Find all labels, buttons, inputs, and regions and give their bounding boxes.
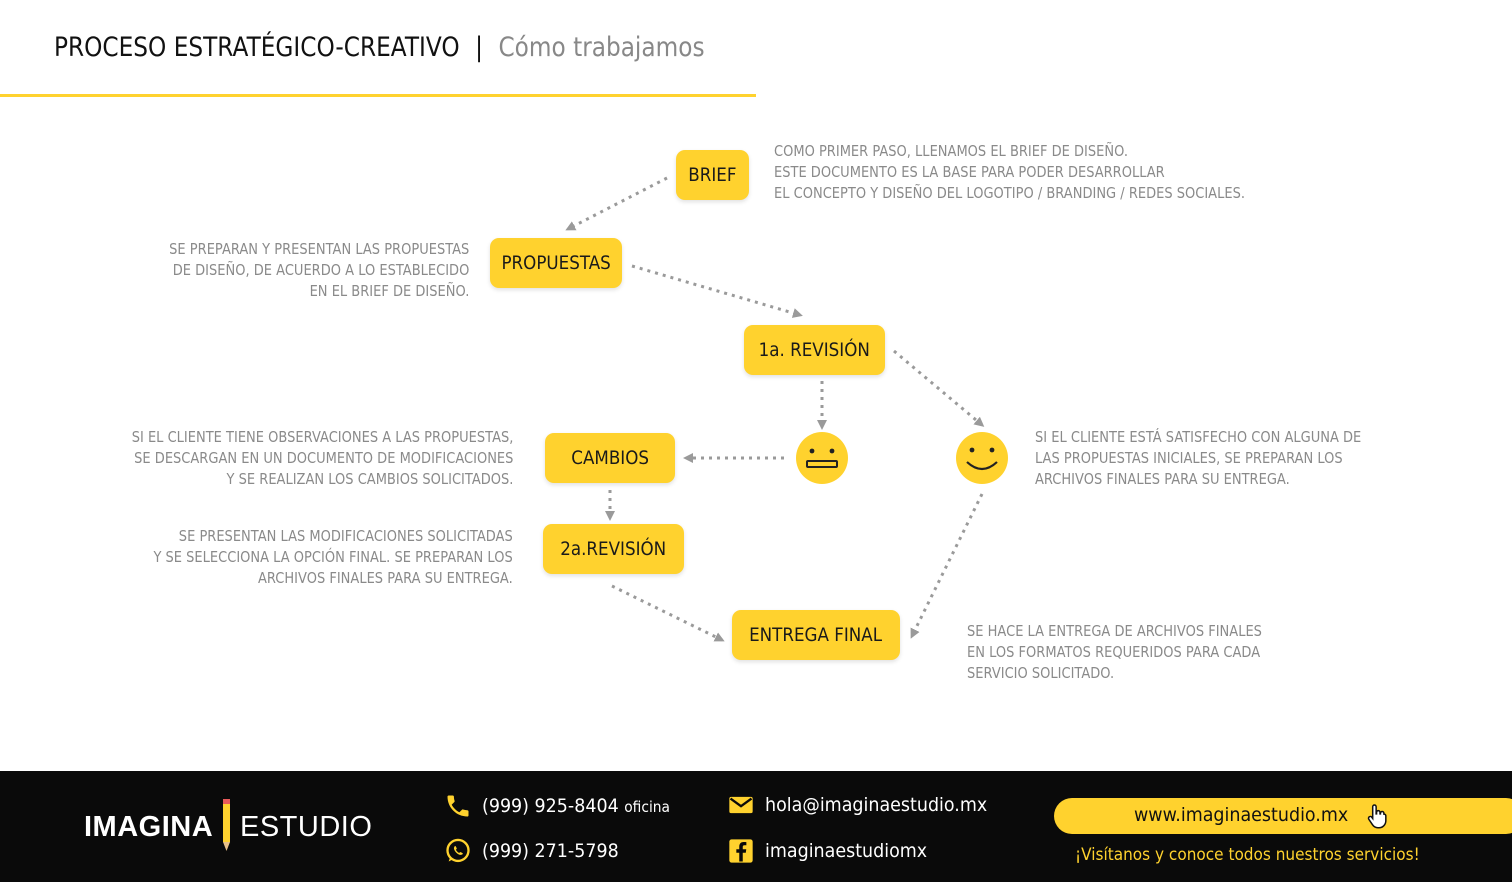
arrow-revision1-to-happy [893, 349, 985, 427]
step-cambios-label: CAMBIOS [571, 447, 649, 469]
desc-line: SE PREPARAN Y PRESENTAN LAS PROPUESTAS [168, 240, 469, 258]
arrow-happy-to-entrega [910, 493, 984, 639]
desc-line: EN EL BRIEF DE DISEÑO. [309, 282, 469, 300]
step-revision-2-label: 2a.REVISIÓN [560, 538, 667, 560]
facebook-icon [729, 839, 753, 863]
step-revision-1: 1a. REVISIÓN [744, 325, 885, 375]
step-entrega-final: ENTREGA FINAL [732, 610, 900, 660]
desc-line: SI EL CLIENTE ESTÁ SATISFECHO CON ALGUNA… [1035, 428, 1362, 446]
desc-brief: COMO PRIMER PASO, LLENAMOS EL BRIEF DE D… [774, 141, 1335, 204]
arrow-revision2-to-entrega [611, 584, 725, 642]
website-button[interactable]: www.imaginaestudio.mx [1054, 798, 1512, 834]
desc-line: DE DISEÑO, DE ACUERDO A LO ESTABLECIDO [172, 261, 469, 279]
phone-icon [447, 795, 469, 817]
neutral-face-icon [796, 432, 848, 484]
flow-connectors [565, 176, 1008, 642]
happy-face-icon [956, 432, 1008, 484]
whatsapp-icon [446, 838, 470, 863]
whatsapp-number: (999) 271-5798 [482, 840, 619, 862]
title-main: PROCESO ESTRATÉGICO-CREATIVO [54, 32, 460, 63]
page-title: PROCESO ESTRATÉGICO-CREATIVO | Cómo trabaj… [54, 32, 705, 63]
step-brief: BRIEF [676, 150, 749, 200]
desc-line: ARCHIVOS FINALES PARA SU ENTREGA. [1035, 470, 1290, 488]
desc-line: SI EL CLIENTE TIENE OBSERVACIONES A LAS … [131, 428, 513, 446]
header-underline [0, 94, 756, 97]
desc-line: COMO PRIMER PASO, LLENAMOS EL BRIEF DE D… [774, 142, 1128, 160]
phone-note: oficina [624, 798, 671, 816]
desc-line: SE PRESENTAN LAS MODIFICACIONES SOLICITA… [179, 527, 514, 545]
step-revision-1-label: 1a. REVISIÓN [758, 339, 871, 361]
footer: IMAGINA ESTUDIO (999) 925-8404 oficina (9… [0, 771, 1512, 882]
desc-line: LAS PROPUESTAS INICIALES, SE PREPARAN LO… [1035, 449, 1343, 467]
step-propuestas-label: PROPUESTAS [501, 252, 611, 274]
phone-contact[interactable]: (999) 925-8404 oficina [444, 792, 686, 820]
desc-line: EL CONCEPTO Y DISEÑO DEL LOGOTIPO / BRAN… [774, 184, 1245, 202]
title-separator: | [475, 32, 483, 63]
desc-line: EN LOS FORMATOS REQUERIDOS PARA CADA [967, 643, 1261, 661]
logo-word-imagina: IMAGINA [84, 811, 214, 843]
hand-cursor-icon [1367, 804, 1387, 829]
website-url: www.imaginaestudio.mx [1134, 804, 1349, 826]
header: PROCESO ESTRATÉGICO-CREATIVO | Cómo trabaj… [0, 0, 756, 98]
desc-line: Y SE REALIZAN LOS CAMBIOS SOLICITADOS. [226, 470, 513, 488]
step-propuestas: PROPUESTAS [490, 238, 622, 288]
desc-line: Y SE SELECCIONA LA OPCIÓN FINAL. SE PREP… [153, 548, 513, 566]
logo-word-estudio: ESTUDIO [240, 811, 373, 843]
arrow-brief-to-propuestas [565, 176, 668, 231]
whatsapp-contact[interactable]: (999) 271-5798 [444, 837, 631, 865]
title-subtitle: Cómo trabajamos [498, 32, 705, 63]
desc-revision-2: SE PRESENTAN LAS MODIFICACIONES SOLICITA… [85, 526, 513, 589]
desc-line: ARCHIVOS FINALES PARA SU ENTREGA. [258, 569, 513, 587]
facebook-handle: imaginaestudiomx [765, 840, 928, 862]
facebook-contact[interactable]: imaginaestudiomx [727, 837, 941, 865]
desc-cambios: SI EL CLIENTE TIENE OBSERVACIONES A LAS … [59, 427, 513, 490]
desc-line: SERVICIO SOLICITADO. [967, 664, 1115, 682]
desc-propuestas: SE PREPARAN Y PRESENTAN LAS PROPUESTAS D… [112, 239, 469, 302]
phone-number: (999) 925-8404 [482, 795, 619, 817]
desc-satisfecho: SI EL CLIENTE ESTÁ SATISFECHO CON ALGUNA… [1035, 427, 1423, 490]
step-entrega-final-label: ENTREGA FINAL [749, 624, 883, 646]
desc-line: SE DESCARGAN EN UN DOCUMENTO DE MODIFICA… [133, 449, 513, 467]
arrow-propuestas-to-revision1 [631, 264, 803, 318]
email-address: hola@imaginaestudio.mx [765, 794, 988, 816]
desc-line: SE HACE LA ENTREGA DE ARCHIVOS FINALES [967, 622, 1262, 640]
step-revision-2: 2a.REVISIÓN [543, 524, 684, 574]
pencil-icon [223, 799, 230, 851]
email-contact[interactable]: hola@imaginaestudio.mx [727, 791, 1007, 819]
website-tagline: ¡Visítanos y conoce todos nuestros servi… [1075, 845, 1420, 865]
step-brief-label: BRIEF [688, 164, 737, 186]
step-cambios: CAMBIOS [545, 433, 675, 483]
desc-entrega: SE HACE LA ENTREGA DE ARCHIVOS FINALES E… [967, 621, 1318, 684]
desc-line: ESTE DOCUMENTO ES LA BASE PARA PODER DES… [774, 163, 1165, 181]
mail-icon [729, 796, 753, 814]
